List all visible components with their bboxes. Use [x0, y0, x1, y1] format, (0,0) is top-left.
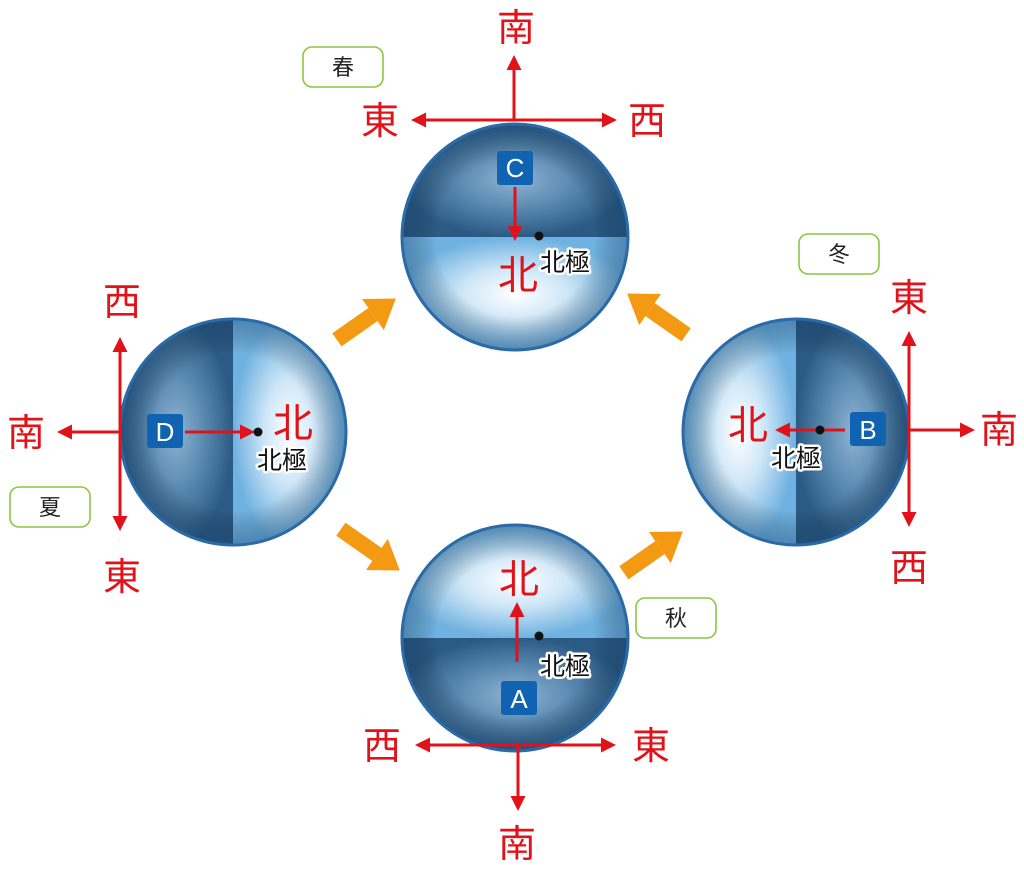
globe-letter-d: D [156, 417, 175, 447]
season-tag-summer: 夏 [9, 486, 91, 528]
dir-label-d-down: 東 [103, 555, 141, 599]
season-flow-arrows [332, 293, 691, 580]
dir-label-b-right: 南 [980, 408, 1018, 452]
dir-label-a-right: 東 [632, 724, 670, 768]
north-label-d: 北 [273, 401, 313, 447]
dir-label-c-left: 東 [361, 99, 399, 143]
season-tag-autumn: 秋 [635, 597, 717, 639]
north-pole-point-b [815, 425, 825, 435]
label-box-b [850, 412, 886, 446]
season-label-summer: 夏 [39, 496, 61, 521]
season-label-winter: 冬 [828, 243, 850, 268]
dir-label-d-left: 南 [7, 411, 45, 455]
dir-label-b-down: 西 [890, 546, 928, 590]
dir-label-b-up: 東 [890, 276, 928, 320]
label-box-a [501, 681, 537, 715]
north-label-c: 北 [498, 253, 538, 299]
flow-arrow-a-to-b [619, 531, 683, 580]
compass-b [901, 331, 975, 527]
dir-label-a-down: 南 [498, 822, 536, 866]
flow-arrow-d-to-a [336, 522, 400, 571]
north-pole-point-a [534, 631, 544, 641]
north-pole-label-a: 北極 [540, 652, 590, 681]
season-label-autumn: 秋 [665, 607, 687, 632]
globe-letter-b: B [859, 415, 876, 445]
globe-d: D 北 北極 [118, 317, 348, 547]
dir-label-c-right: 西 [628, 99, 666, 143]
compass-c [411, 55, 617, 128]
dir-label-c-up: 南 [497, 6, 535, 50]
dir-label-d-up: 西 [103, 280, 141, 324]
north-label-a: 北 [499, 557, 539, 603]
globe-a: A 北 北極 [400, 523, 630, 753]
north-pole-point-d [253, 427, 263, 437]
globe-letter-c: C [506, 153, 525, 183]
season-tag-spring: 春 [302, 46, 384, 88]
dir-label-a-left: 西 [363, 724, 401, 768]
compass-a [415, 737, 616, 811]
north-pole-label-c: 北極 [540, 248, 590, 277]
flow-arrow-b-to-c [627, 293, 691, 342]
north-pole-label-d: 北極 [257, 446, 307, 475]
north-pole-label-b: 北極 [771, 444, 821, 473]
north-label-b: 北 [728, 403, 768, 449]
globe-b: B 北 北極 [681, 317, 911, 547]
label-box-c [497, 151, 533, 185]
season-tag-winter: 冬 [798, 233, 880, 275]
flow-arrow-c-to-d [332, 298, 396, 347]
north-pole-point-c [534, 231, 544, 241]
globe-letter-a: A [510, 684, 528, 714]
globe-c: C 北 北極 [400, 122, 630, 352]
label-box-d [147, 414, 183, 448]
compass-d [57, 337, 128, 531]
season-label-spring: 春 [332, 56, 354, 81]
